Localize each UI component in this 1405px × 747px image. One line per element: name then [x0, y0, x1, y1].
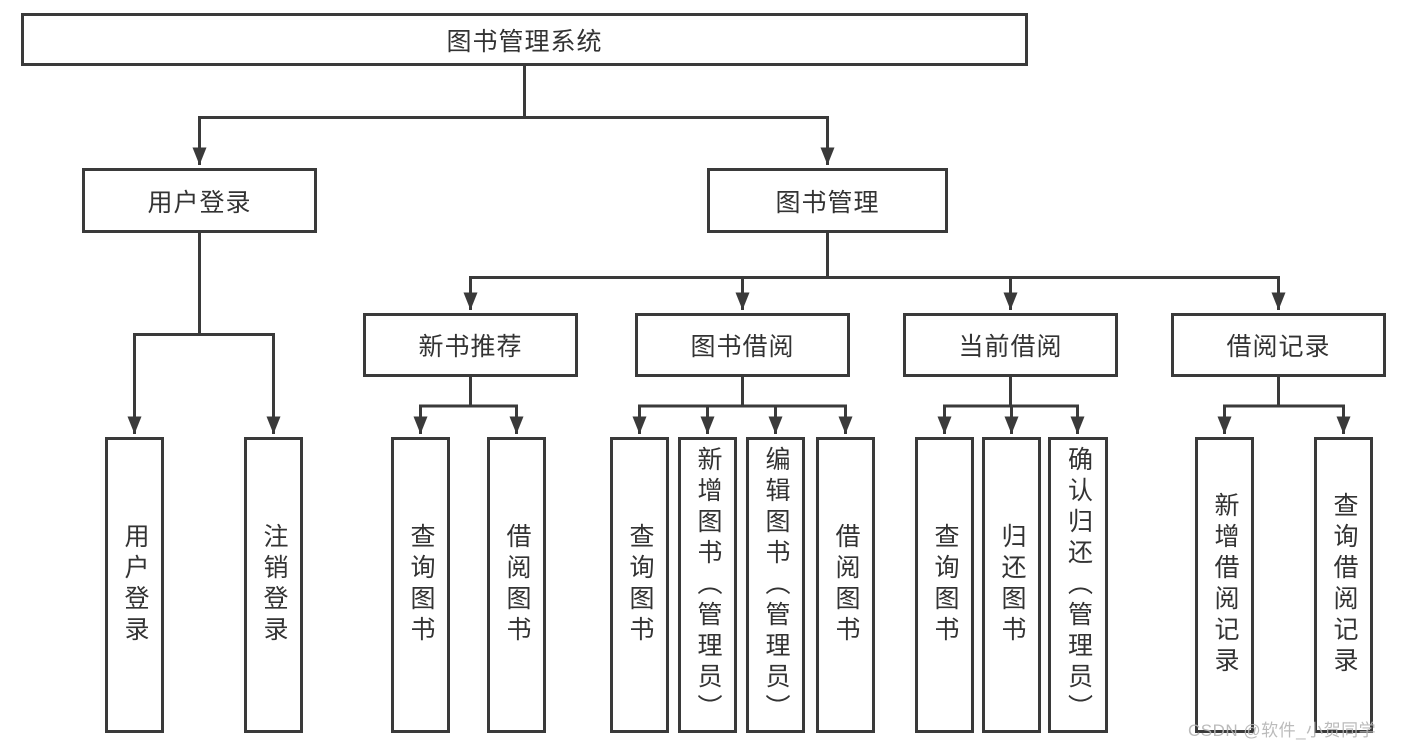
leaf-borrow-books-recommend: 借阅图书 — [487, 437, 546, 733]
watermark: CSDN @软件_小贺同学 — [1188, 721, 1377, 740]
node-borrowing-records: 借阅记录 — [1171, 313, 1386, 377]
node-current-borrowing: 当前借阅 — [903, 313, 1118, 377]
leaf-query-books-current: 查询图书 — [915, 437, 974, 733]
leaf-query-borrow-record-label: 查询借阅记录 — [1330, 492, 1358, 678]
node-book-management-label: 图书管理 — [775, 188, 880, 217]
leaf-return-book-label: 归还图书 — [998, 523, 1026, 647]
leaf-user-login-label: 用户登录 — [121, 523, 149, 647]
node-book-borrowing: 图书借阅 — [635, 313, 850, 377]
leaf-edit-book-admin-label: 编辑图书（管理员） — [762, 445, 790, 725]
node-current-borrowing-label: 当前借阅 — [958, 333, 1063, 361]
leaf-edit-book-admin: 编辑图书（管理员） — [746, 437, 805, 733]
leaf-query-books-recommend: 查询图书 — [391, 437, 450, 733]
leaf-return-book: 归还图书 — [982, 437, 1041, 733]
leaf-query-books-current-label: 查询图书 — [931, 523, 959, 647]
node-root-label: 图书管理系统 — [446, 27, 603, 56]
leaf-query-books-borrowing-label: 查询图书 — [626, 523, 654, 647]
leaf-confirm-return-admin: 确认归还（管理员） — [1048, 437, 1108, 733]
node-new-book-recommend-label: 新书推荐 — [418, 333, 523, 361]
leaf-borrow-books-recommend-label: 借阅图书 — [503, 523, 531, 647]
node-book-borrowing-label: 图书借阅 — [690, 333, 795, 361]
leaf-query-borrow-record: 查询借阅记录 — [1314, 437, 1373, 733]
leaf-borrow-books-borrowing: 借阅图书 — [816, 437, 875, 733]
node-borrowing-records-label: 借阅记录 — [1226, 333, 1331, 361]
leaf-query-books-recommend-label: 查询图书 — [407, 523, 435, 647]
node-user-login: 用户登录 — [82, 168, 317, 233]
leaf-logout-label: 注销登录 — [260, 523, 288, 647]
leaf-user-login: 用户登录 — [105, 437, 164, 733]
leaf-confirm-return-admin-label: 确认归还（管理员） — [1064, 445, 1093, 725]
node-root: 图书管理系统 — [21, 13, 1028, 66]
leaf-add-book-admin: 新增图书（管理员） — [678, 437, 737, 733]
leaf-logout: 注销登录 — [244, 437, 303, 733]
leaf-add-book-admin-label: 新增图书（管理员） — [694, 445, 722, 725]
leaf-borrow-books-borrowing-label: 借阅图书 — [832, 523, 860, 647]
leaf-add-borrow-record: 新增借阅记录 — [1195, 437, 1254, 733]
node-new-book-recommend: 新书推荐 — [363, 313, 578, 377]
leaf-add-borrow-record-label: 新增借阅记录 — [1211, 492, 1239, 678]
leaf-query-books-borrowing: 查询图书 — [610, 437, 669, 733]
node-book-management: 图书管理 — [707, 168, 948, 233]
node-user-login-label: 用户登录 — [147, 188, 252, 217]
